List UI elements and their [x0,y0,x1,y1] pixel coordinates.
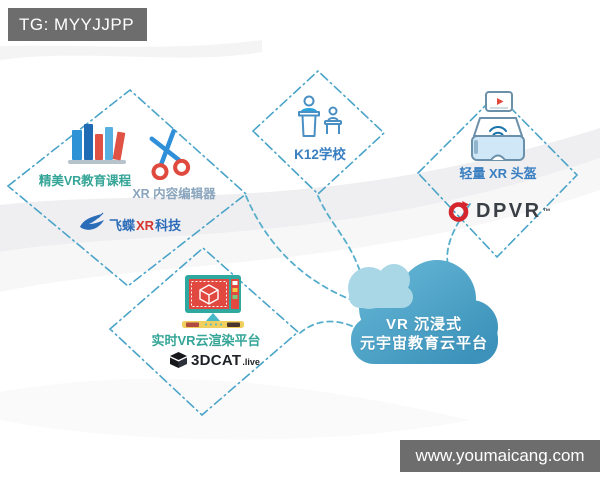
vr-headset-icon [471,91,525,161]
headset-label: 轻量 XR 头盔 [459,166,537,181]
teacher-student-icon [298,95,342,137]
3dcat-brand-suffix: .live [242,357,260,367]
wifi-icon [489,126,507,136]
diamond-headset [416,92,579,259]
feidie-part1: 飞蝶 [109,217,136,233]
monitor-icon [182,275,244,328]
dpvr-trademark: ™ [542,206,551,216]
cloud-title-line2: 元宇宙教育云平台 [359,335,488,352]
connector-headset-cloud [446,203,471,273]
3dcat-logo-icon [170,352,187,368]
feidie-brand: 飞蝶XR科技 [78,210,181,238]
diamond-content-tools [6,88,248,288]
feidie-part3: 科技 [155,217,182,233]
dpvr-logo-icon [448,200,469,222]
3dcat-brand: 3DCAT .live [170,351,260,369]
background-swoosh [0,40,600,440]
small-cloud-icon [348,264,413,309]
cloud-title-line1: VR 沉浸式 [385,316,462,333]
cube-wireframe-icon [199,284,219,305]
diamond-cloud-render [108,246,300,417]
content-editor-label: XR 内容编辑器 [132,187,216,201]
website-watermark: www.youmaicang.com [400,440,600,472]
dpvr-brand-text: DPVR [476,199,542,222]
butterfly-logo-icon [80,212,104,230]
diamond-school [251,69,386,196]
content-course-label: 精美VR教育课程 [38,174,132,188]
cloud-icon [348,260,498,364]
telegram-watermark: TG: MYYJJPP [8,8,147,41]
connector-content-cloud [245,195,353,301]
books-icon [68,124,126,164]
feidie-brand-text: 飞蝶XR科技 [109,215,181,234]
3dcat-brand-text: 3DCAT [191,351,242,369]
render-label: 实时VR云渲染平台 [151,333,261,348]
school-label: K12学校 [294,147,346,162]
feidie-part2: XR [136,217,155,233]
connector-render-cloud [299,320,353,334]
scissors-icon [149,128,191,180]
diamond-borders [6,69,579,417]
